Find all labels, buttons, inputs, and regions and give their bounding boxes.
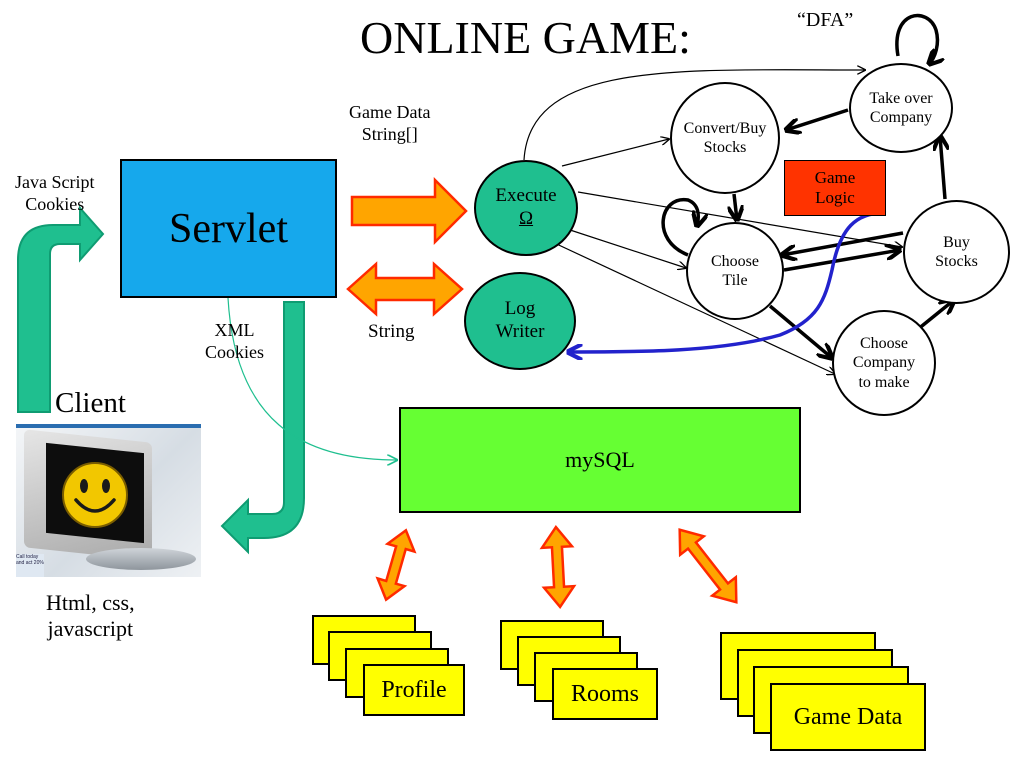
execute-label: Execute xyxy=(495,185,557,207)
buy-stocks-to-take-over xyxy=(940,136,945,200)
choose-company-line-1: Choose xyxy=(860,335,908,353)
choose-company-line-3: to make xyxy=(858,373,910,391)
game-data-label: Game Data xyxy=(793,703,903,730)
game-logic-to-log-writer xyxy=(568,211,887,352)
choose-tile-to-buy-stocks xyxy=(783,250,900,272)
client-tech-label: Html, css, javascript xyxy=(46,590,135,643)
buy-stocks-line-2: Stocks xyxy=(935,253,978,270)
monitor-top-bar xyxy=(16,424,201,428)
take-over-line-1: Take over xyxy=(869,89,933,107)
game-data-arrow xyxy=(350,176,468,246)
cookies-text-top: Cookies xyxy=(25,193,85,214)
game-logic-line-2: Logic xyxy=(815,188,855,207)
choose-tile-line-2: Tile xyxy=(722,272,748,289)
game-data-db-arrow xyxy=(678,528,738,604)
rooms-card: Rooms xyxy=(552,668,658,720)
choose-tile-line-1: Choose xyxy=(711,252,759,270)
convert-buy-stocks-state: Convert/Buy Stocks xyxy=(670,82,780,194)
monitor-sticker: Call today and act 20% xyxy=(16,554,44,577)
string-double-arrow xyxy=(346,261,464,317)
log-writer-node: Log Writer xyxy=(464,272,576,370)
execute-symbol: Ω xyxy=(518,208,534,229)
client-to-servlet-arrow xyxy=(17,205,105,413)
convert-buy-line-2: Stocks xyxy=(703,139,747,156)
buy-stocks-line-1: Buy xyxy=(943,233,970,251)
convert-to-choose-tile xyxy=(734,193,737,220)
choose-tile-self-loop xyxy=(661,198,698,257)
servlet-label: Servlet xyxy=(169,205,288,252)
slide-title: ONLINE GAME: xyxy=(360,12,691,63)
rooms-label: Rooms xyxy=(570,680,639,707)
game-data-text: Game Data xyxy=(349,102,431,122)
servlet-to-client-arrow xyxy=(220,301,305,555)
choose-tile-to-choose-company xyxy=(768,304,832,358)
profile-label: Profile xyxy=(381,676,447,703)
execute-to-convert-link xyxy=(561,139,669,167)
xml-text: XML xyxy=(214,320,255,340)
mysql-box: mySQL xyxy=(399,407,801,513)
convert-buy-line-1: Convert/Buy xyxy=(683,119,767,137)
take-over-line-2: Company xyxy=(869,109,933,126)
client-label: Client xyxy=(55,387,126,419)
mysql-label: mySQL xyxy=(565,447,635,472)
cookies-text-bottom: Cookies xyxy=(205,341,265,362)
buy-stocks-state: Buy Stocks xyxy=(903,200,1010,304)
client-tech-line-2: javascript xyxy=(47,616,134,642)
take-over-to-convert xyxy=(786,108,849,130)
execute-to-take-over-link xyxy=(523,70,865,161)
game-logic-line-1: Game xyxy=(814,167,856,187)
smiley-face-icon xyxy=(62,462,128,528)
servlet-box: Servlet xyxy=(120,159,337,298)
take-over-self-loop xyxy=(895,13,938,64)
choose-company-state: Choose Company to make xyxy=(832,310,936,416)
game-data-card: Game Data xyxy=(770,683,926,751)
sticker-line-2: and act 20% xyxy=(16,560,44,566)
java-script-text: Java Script xyxy=(15,172,95,192)
execute-node: Execute Ω xyxy=(474,160,578,256)
take-over-company-state: Take over Company xyxy=(849,63,953,153)
execute-to-choose-company-link xyxy=(547,239,835,374)
game-data-string-label: Game Data String[] xyxy=(349,102,430,145)
game-logic-box: Game Logic xyxy=(784,160,886,216)
profile-card: Profile xyxy=(363,664,465,716)
monitor-stand xyxy=(86,548,196,570)
choose-tile-state: Choose Tile xyxy=(686,222,784,320)
dfa-label: “DFA” xyxy=(797,9,854,31)
profile-db-arrow xyxy=(375,528,417,602)
log-writer-line-2: Writer xyxy=(495,321,545,342)
string-array-text: String[] xyxy=(361,123,418,144)
string-label: String xyxy=(368,321,415,342)
log-writer-line-1: Log xyxy=(504,298,536,320)
xml-label: XML Cookies xyxy=(205,320,264,363)
sticker-line-1: Call today xyxy=(16,554,39,560)
choose-company-line-2: Company xyxy=(852,354,916,372)
execute-to-choose-tile-link xyxy=(563,227,686,268)
client-tech-line-1: Html, css, xyxy=(46,590,135,615)
buy-stocks-to-choose-tile xyxy=(782,231,904,255)
rooms-db-arrow xyxy=(539,524,577,610)
java-script-label: Java Script Cookies xyxy=(15,172,94,215)
servlet-to-mysql-link xyxy=(227,297,397,460)
client-monitor-image: Call today and act 20% xyxy=(16,424,201,577)
